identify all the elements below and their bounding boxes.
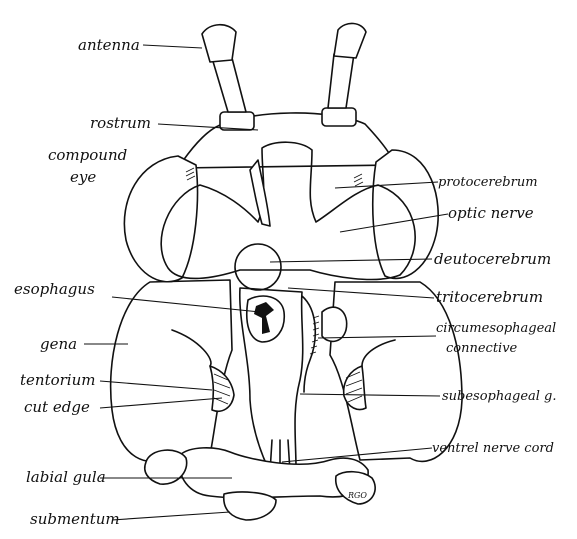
leader-submentum [112, 512, 230, 520]
deutocerebrum [235, 244, 281, 290]
antenna-left-tip [202, 25, 236, 62]
label-tritocerebrum: tritocerebrum [436, 288, 543, 306]
label-circumesophageal-line1: circumesophageal [436, 321, 556, 336]
leader-antenna [143, 45, 202, 48]
gena-right-outline [330, 282, 462, 461]
tentorium-left [210, 366, 234, 411]
eye-facet-marks [186, 168, 363, 186]
rostrum-outline [178, 113, 395, 168]
antenna-base-left [220, 112, 254, 130]
antenna-base-right [322, 108, 356, 126]
labels: antenna rostrum compound eye protocerebr… [14, 36, 557, 528]
artist-signature: RGO [347, 491, 367, 500]
submentum [224, 492, 276, 520]
label-circumesophageal-line2: connective [446, 341, 518, 356]
labial-lobe-left [145, 450, 187, 484]
label-deutocerebrum: deutocerebrum [434, 250, 551, 268]
circumesophageal-connective [302, 296, 315, 392]
label-compound-eye-line2: eye [70, 168, 96, 186]
label-gena: gena [40, 335, 77, 353]
label-esophagus: esophagus [14, 280, 95, 298]
antenna-right [328, 54, 354, 108]
label-optic-nerve: optic nerve [448, 204, 534, 222]
compound-eye-left [124, 156, 197, 282]
antenna-right-tip [334, 23, 366, 58]
label-rostrum: rostrum [90, 114, 151, 132]
antennae [202, 23, 366, 112]
label-submentum: submentum [30, 510, 120, 528]
label-cut-edge: cut edge [24, 398, 90, 416]
label-labial-gula: labial gula [26, 468, 106, 486]
label-ventral-nerve-cord: ventrel nerve cord [432, 441, 554, 456]
label-protocerebrum: protocerebrum [438, 175, 538, 190]
connective-lobe [322, 307, 347, 341]
label-tentorium: tentorium [20, 371, 95, 389]
label-antenna: antenna [78, 36, 140, 54]
antenna-left [212, 58, 246, 112]
label-subesophageal: subesophageal g. [442, 389, 557, 404]
label-compound-eye-line1: compound [48, 146, 127, 164]
